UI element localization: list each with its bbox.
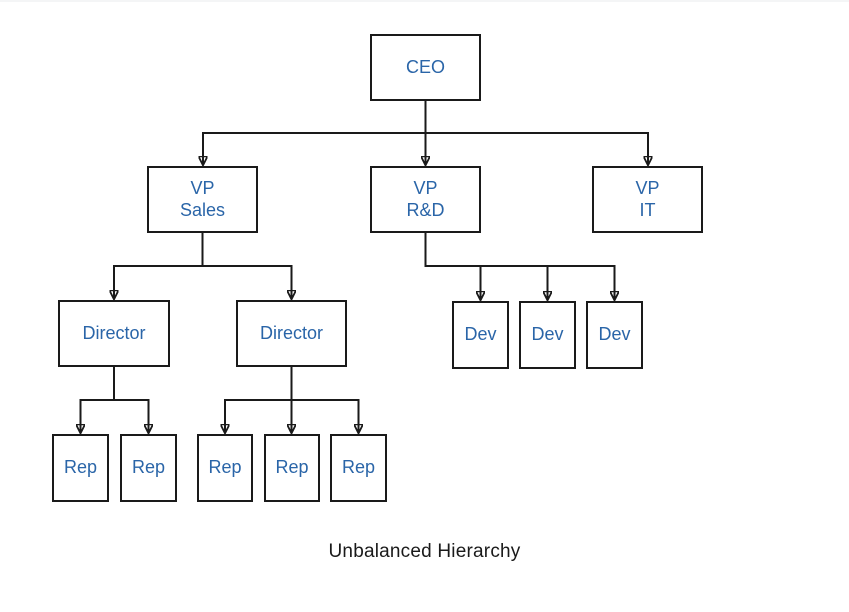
node-vp-sales: VP Sales [147,166,258,233]
node-director-2: Director [236,300,347,367]
edge-ceo-to-vp-it [424,101,649,164]
edge-director-1-to-rep-1 [81,367,115,432]
node-ceo: CEO [370,34,481,101]
node-dev-2: Dev [519,301,576,369]
node-rep-2: Rep [120,434,177,502]
edge-vp-rnd-to-dev-3 [424,233,615,299]
node-rep-5: Rep [330,434,387,502]
window-top-edge [0,0,849,2]
diagram-caption: Unbalanced Hierarchy [328,541,521,562]
node-rep-1: Rep [52,434,109,502]
edge-director-2-to-rep-5 [290,367,359,432]
node-dev-1: Dev [452,301,509,369]
edge-director-2-to-rep-3 [225,367,293,432]
edge-ceo-to-vp-sales [203,101,427,164]
node-vp-it: VP IT [592,166,703,233]
node-rep-4: Rep [264,434,320,502]
node-director-1: Director [58,300,170,367]
edge-director-1-to-rep-2 [113,367,149,432]
node-vp-rnd: VP R&D [370,166,481,233]
node-rep-3: Rep [197,434,253,502]
edge-vp-sales-to-director-2 [201,233,292,298]
node-dev-3: Dev [586,301,643,369]
edge-vp-sales-to-director-1 [114,233,204,298]
